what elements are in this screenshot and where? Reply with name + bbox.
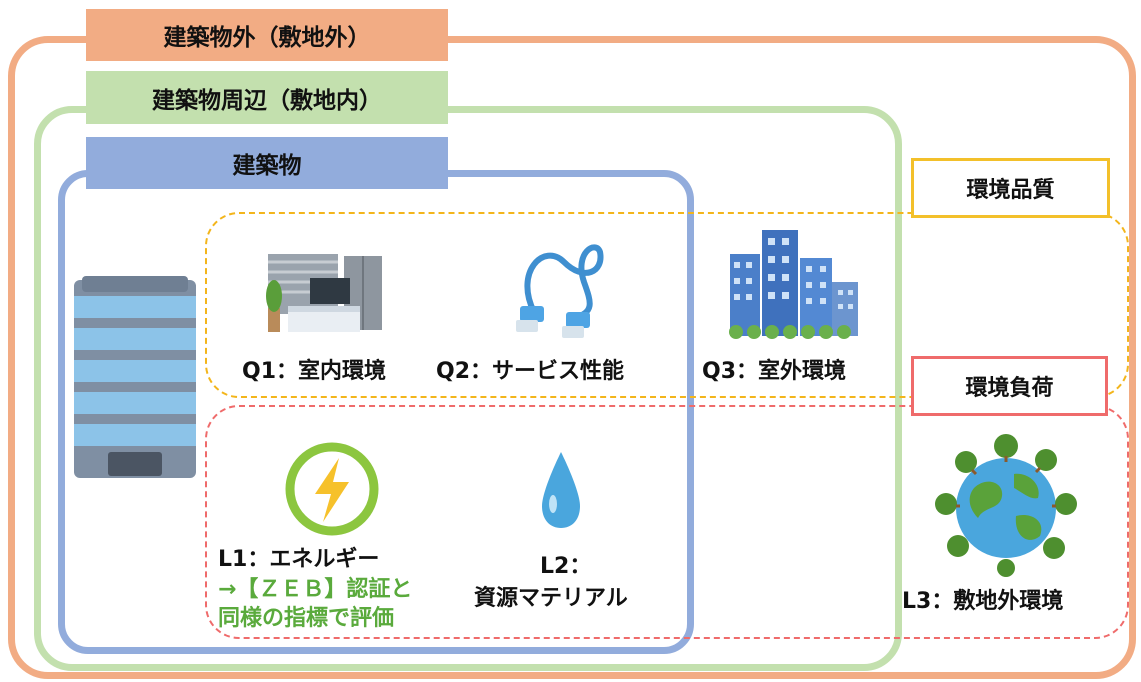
q1-indoor-environment: Q1：室内環境 (242, 359, 387, 384)
lightning-energy-icon (285, 442, 379, 536)
city-buildings-icon (729, 230, 858, 339)
environmental-quality-region (205, 212, 1129, 398)
l3-offsite-environment: L3：敷地外環境 (902, 589, 1064, 614)
l1-zeb-note-line1: →【ＺＥＢ】認証と (218, 577, 413, 602)
l2-resources-line1: L2： (540, 554, 592, 579)
l2-resources-line2: 資源マテリアル (474, 586, 628, 611)
water-drop-icon (542, 452, 580, 528)
earth-trees-icon (935, 434, 1077, 577)
network-cable-icon (516, 244, 604, 338)
outside-building-label: 建築物外（敷地外） (86, 9, 448, 61)
environmental-load-region (205, 405, 1129, 639)
outside-building-frame (8, 36, 1136, 679)
building-icon (74, 276, 196, 478)
building-label: 建築物 (86, 137, 448, 189)
environmental-load-tag: 環境負荷 (911, 356, 1108, 416)
l1-zeb-note-line2: 同様の指標で評価 (218, 606, 395, 631)
q3-outdoor-environment: Q3：室外環境 (702, 359, 847, 384)
l1-energy: L1：エネルギー (218, 547, 380, 572)
environmental-quality-tag: 環境品質 (911, 158, 1110, 218)
building-surroundings-label: 建築物周辺（敷地内） (86, 71, 448, 124)
q2-service-performance: Q2：サービス性能 (436, 359, 625, 384)
building-surroundings-frame (34, 106, 902, 671)
office-desk-icon (266, 254, 382, 332)
